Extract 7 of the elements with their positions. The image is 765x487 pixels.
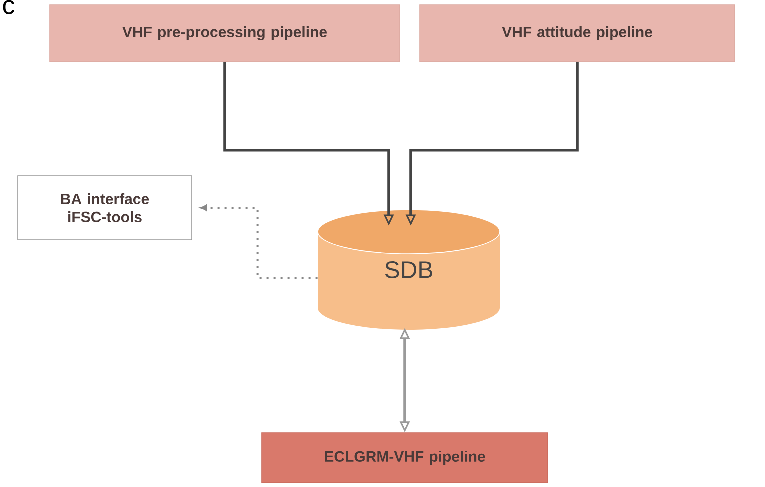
panel-letter: c [3,0,14,14]
arrow [200,204,318,279]
pipeline-box: VHF attitude pipeline [420,4,736,62]
pipeline-box: ECLGRM-VHF pipeline [262,432,548,484]
database-cylinder: SDB [318,210,500,330]
tool-box: BA interface iFSC-tools [18,176,192,240]
pipeline-box: VHF pre-processing pipeline [50,4,400,62]
